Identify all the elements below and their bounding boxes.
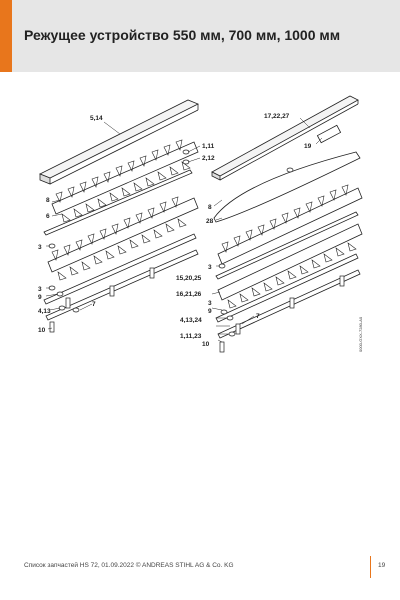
right-upper-blade	[217, 184, 363, 265]
right-lower-blade	[217, 223, 363, 309]
page-header: Режущее устройство 550 мм, 700 мм, 1000 …	[0, 0, 400, 72]
right-spacer-plate	[215, 211, 359, 280]
leader-lines	[45, 117, 323, 343]
upper-blade	[51, 139, 199, 223]
header-accent-bar	[0, 0, 12, 72]
parts-diagram-svg: 5,14 1,11 2,12 8 6 3 3 9 4,13 7 10 17,22…	[38, 95, 363, 353]
label-28: 28	[206, 218, 214, 225]
label-19: 19	[304, 143, 312, 150]
label-9-left: 9	[38, 294, 42, 301]
label-2-12: 2,12	[202, 155, 215, 162]
right-assembly	[211, 95, 363, 353]
top-bar	[211, 95, 359, 181]
spacer-plate	[43, 169, 193, 236]
label-3-right-a: 3	[208, 264, 212, 271]
lower-blade	[47, 196, 199, 281]
label-9-right: 9	[208, 308, 212, 315]
fasteners-right	[218, 167, 345, 353]
tip-guard	[213, 151, 361, 223]
label-8-right: 8	[208, 204, 212, 211]
label-7-left: 7	[92, 301, 96, 308]
label-7-right: 7	[256, 313, 260, 320]
tip-block	[316, 124, 342, 144]
label-1-11: 1,11	[202, 143, 215, 150]
label-10-right: 10	[202, 341, 210, 348]
label-8-left: 8	[46, 197, 50, 204]
label-17-22-27: 17,22,27	[264, 113, 290, 120]
guard-bar	[39, 99, 199, 185]
exploded-parts-drawing: 5,14 1,11 2,12 8 6 3 3 9 4,13 7 10 17,22…	[0, 72, 400, 552]
footer-divider	[370, 556, 371, 578]
right-base-plate	[217, 269, 361, 339]
label-3-left-a: 3	[38, 244, 42, 251]
label-6: 6	[46, 213, 50, 220]
left-assembly	[39, 99, 199, 333]
label-3-right-b: 3	[208, 300, 212, 307]
label-15-20-25: 15,20,25	[176, 275, 202, 282]
label-3-left-b: 3	[38, 286, 42, 293]
label-16-21-26: 16,21,26	[176, 291, 202, 298]
label-4-13: 4,13	[38, 308, 51, 315]
footer-text: Список запчастей HS 72, 01.09.2022 © AND…	[24, 562, 234, 569]
label-10-left: 10	[38, 327, 46, 334]
page-number: 19	[378, 562, 386, 569]
page-title: Режущее устройство 550 мм, 700 мм, 1000 …	[24, 27, 341, 43]
label-4-13-24: 4,13,24	[180, 317, 202, 324]
image-code: 0000-GXX-7280-A0	[358, 316, 363, 352]
base-plate	[45, 249, 199, 321]
lower-plate	[43, 233, 197, 305]
right-lower-plate	[215, 253, 359, 323]
label-5-14: 5,14	[90, 115, 103, 122]
label-1-11-23: 1,11,23	[180, 333, 202, 340]
